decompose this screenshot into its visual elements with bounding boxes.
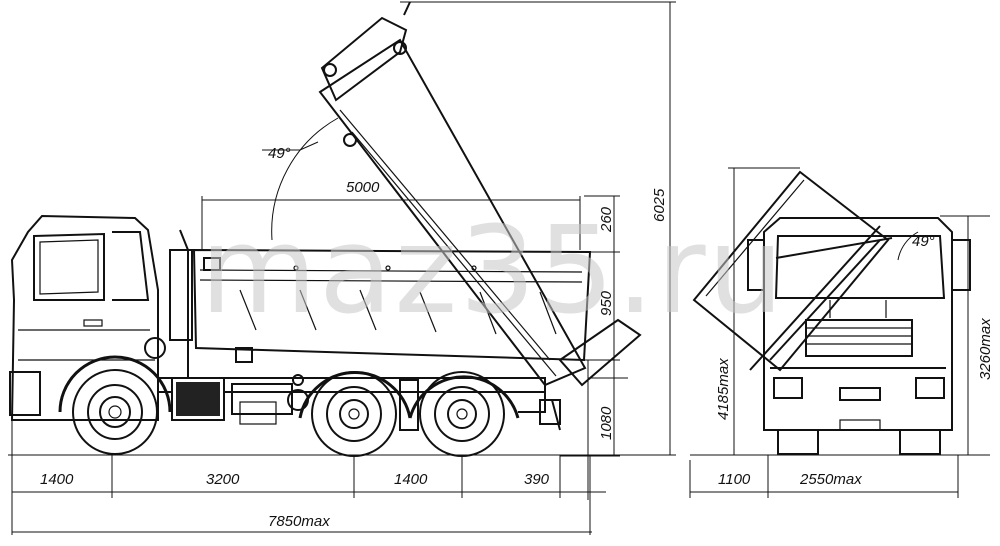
label-tilt-angle-side: 49°: [268, 145, 291, 162]
label-rear-overhang: 390: [524, 471, 550, 488]
label-total-length: 7850max: [268, 513, 330, 530]
rear-view: [689, 167, 990, 498]
side-view: [8, 1, 676, 535]
label-body-length: 5000: [346, 179, 380, 196]
label-wheelbase-front: 1400: [40, 471, 74, 488]
label-side-height: 260: [598, 206, 615, 233]
front-wheel: [58, 355, 172, 455]
watermark-text: maz35.ru: [200, 202, 786, 341]
cab-side: [9, 214, 159, 421]
label-tipped-height: 6025: [651, 188, 668, 222]
label-rear-tipped-height: 4185max: [715, 358, 732, 420]
label-wheelbase-mid: 3200: [206, 471, 240, 488]
rear-cab-front: [747, 217, 971, 455]
rear-fenders: [298, 371, 546, 431]
label-rear-width: 2550max: [799, 471, 862, 488]
chassis-frame: [144, 229, 546, 425]
rear-dimension-labels: 1100 2550max 49° 4185max 3260max: [715, 233, 994, 488]
label-rear-side-offset: 1100: [718, 471, 751, 488]
label-frame-height: 1080: [598, 406, 615, 440]
label-wheelbase-rear: 1400: [394, 471, 428, 488]
label-rear-cab-height: 3260max: [977, 318, 994, 380]
label-body-height: 950: [598, 290, 615, 316]
rear-wheel-1: [311, 371, 397, 457]
dump-body-tipped: [318, 1, 642, 431]
side-dimension-labels: 1400 3200 1400 390 7850max 5000 49° 260 …: [40, 145, 668, 530]
label-rear-tilt-angle: 49°: [912, 233, 935, 250]
tilt-angle-arc: [271, 117, 339, 241]
